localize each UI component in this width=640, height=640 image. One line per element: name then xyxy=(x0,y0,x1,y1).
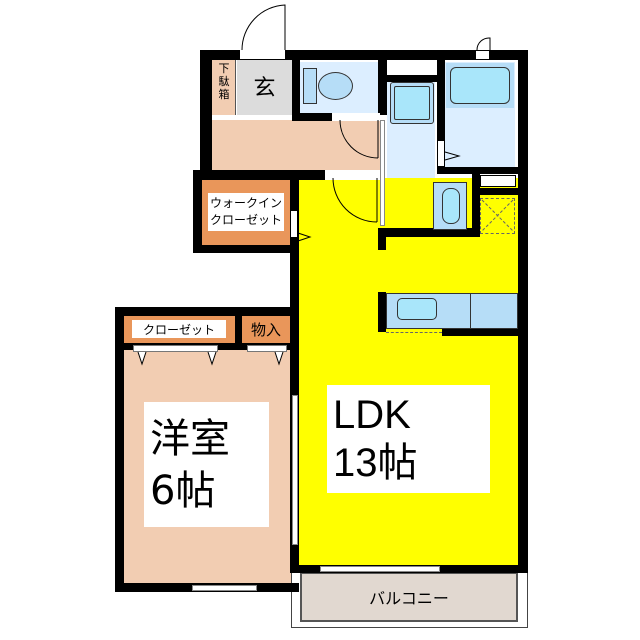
wall-west-left xyxy=(115,307,124,592)
kitchen-wall-bottom xyxy=(442,329,522,336)
walk-in-closet-label-line1: ウォークイン xyxy=(209,196,282,210)
wall-hall-bottom xyxy=(193,170,383,180)
wall-toilet-bottom xyxy=(292,113,332,121)
western-room-name: 洋室 xyxy=(150,415,230,462)
wall-bath-left xyxy=(437,55,445,140)
walk-in-closet-label-line2: クローゼット xyxy=(209,213,282,227)
wall-closet-divider xyxy=(235,310,242,350)
balcony-outline xyxy=(291,565,528,628)
storage-label: 物入 xyxy=(246,318,286,340)
wic-door[interactable] xyxy=(290,210,298,238)
bathroom-window xyxy=(475,50,490,60)
closet-door-arrows-icon xyxy=(137,351,284,366)
bathroom-window-arc-icon xyxy=(476,37,491,51)
wall-wash-bottom xyxy=(378,228,480,237)
ldk-floor xyxy=(298,178,518,565)
genkan-label: 玄 xyxy=(253,76,276,101)
western-room-sliding-door[interactable] xyxy=(292,395,298,545)
balcony-floor xyxy=(300,572,518,622)
kitchen-wall-left xyxy=(378,292,386,332)
pipe-space-vent xyxy=(480,175,516,187)
ldk-name: LDK xyxy=(333,393,411,437)
wall-toilet-right xyxy=(378,55,387,115)
western-room-window[interactable] xyxy=(192,585,257,591)
wall-wic-bottom xyxy=(193,245,298,253)
wall-pipe-left xyxy=(472,174,480,236)
wall-toilet-left xyxy=(292,55,300,120)
ldk-door-opening[interactable] xyxy=(325,170,380,180)
toilet-bowl xyxy=(318,72,353,100)
kitchen-overhead-line xyxy=(386,332,442,333)
wic-door-arrow-icon xyxy=(297,232,312,242)
genkan-floor xyxy=(237,60,292,115)
hall-floor xyxy=(208,120,380,170)
kitchen-sink xyxy=(397,298,437,320)
shoe-box xyxy=(212,60,236,115)
toilet-tank xyxy=(303,68,317,104)
closet-doors[interactable] xyxy=(133,345,218,352)
wall-bath-bottom xyxy=(437,167,527,174)
wall-top-right xyxy=(490,50,526,60)
wall-top-genkan xyxy=(200,50,240,60)
storage-door[interactable] xyxy=(247,345,287,352)
wall-wash-left-stub xyxy=(378,228,386,250)
bathtub xyxy=(446,63,514,108)
refrigerator-space xyxy=(480,198,515,234)
ldk-size: 13帖 xyxy=(333,441,418,485)
ldk-door-swing-icon xyxy=(332,177,378,223)
washing-machine-pan xyxy=(433,182,467,230)
wall-west-top xyxy=(115,307,295,316)
wall-wash-top xyxy=(378,75,443,82)
balcony-label: バルコニー xyxy=(369,589,449,608)
ldk-label: LDK 13帖 xyxy=(327,385,490,493)
wall-wic-left xyxy=(193,170,202,252)
closet-label: クローゼット xyxy=(132,320,226,338)
toilet-door-swing-icon xyxy=(339,119,379,159)
bathroom-door-arrow-icon xyxy=(444,151,461,161)
western-room-size: 6帖 xyxy=(150,467,216,514)
refrigerator-x-icon xyxy=(481,199,514,232)
balcony-window[interactable] xyxy=(320,566,440,572)
bathroom-door[interactable] xyxy=(437,140,445,167)
western-room-label: 洋室 6帖 xyxy=(144,402,269,527)
wall-left-hall xyxy=(200,50,212,175)
wall-ldk-left xyxy=(290,170,299,573)
shoe-box-label: 下 駄 箱 xyxy=(218,62,230,101)
washbasin xyxy=(390,82,434,124)
kitchen-counter-divider xyxy=(470,293,471,329)
entrance-door-opening[interactable] xyxy=(240,50,285,60)
walk-in-closet-label: ウォークイン クローゼット xyxy=(208,193,284,231)
wall-right xyxy=(518,50,528,573)
toilet-door-opening[interactable] xyxy=(332,113,380,121)
entrance-door-swing-icon xyxy=(241,4,286,51)
wall-pipe-top xyxy=(472,188,522,195)
washroom-sliding-door[interactable] xyxy=(380,120,385,226)
